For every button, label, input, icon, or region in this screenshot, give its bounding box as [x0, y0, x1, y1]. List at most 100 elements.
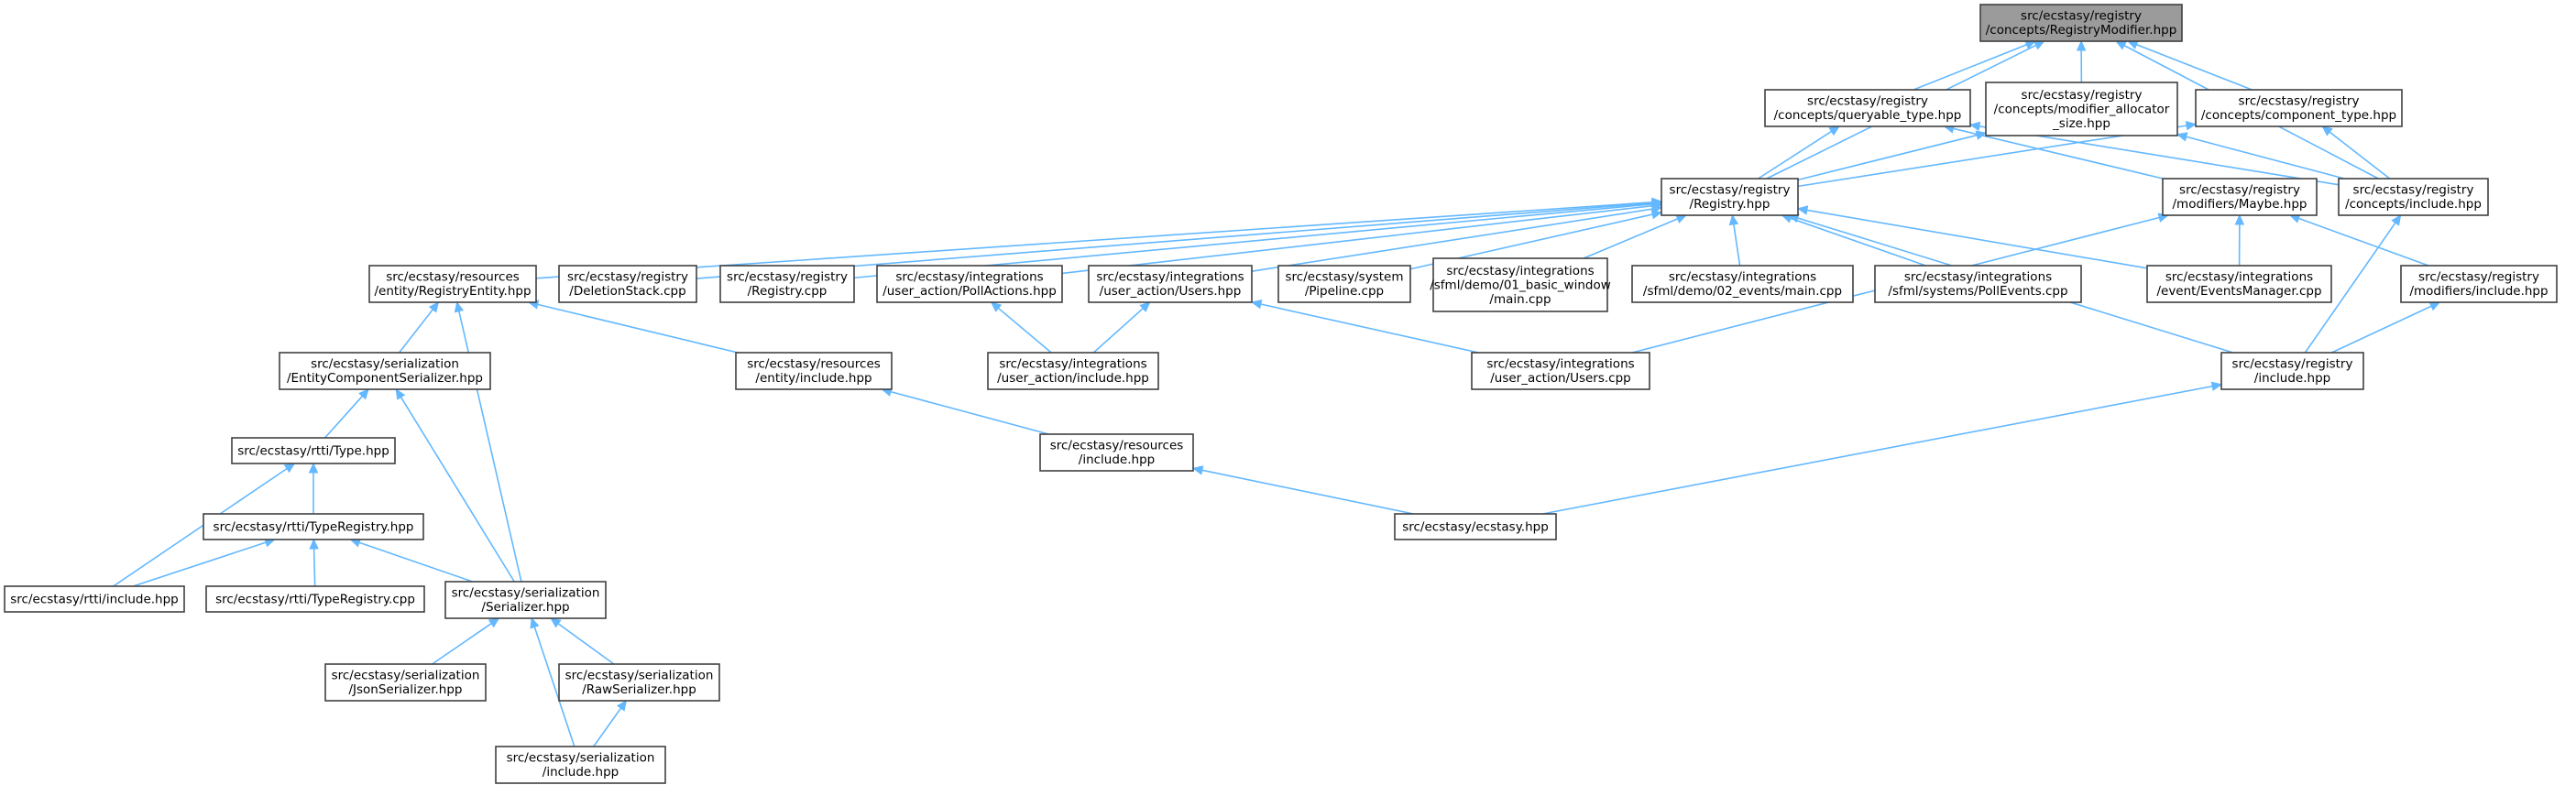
node-box [987, 352, 1159, 390]
node-box [324, 663, 487, 702]
nodes-layer: src/ecstasy/registry/concepts/RegistryMo… [4, 4, 2558, 784]
graph-edge [432, 617, 500, 665]
edge-line [432, 623, 492, 665]
node-label-line: src/ecstasy/registry [2022, 88, 2143, 103]
graph-node[interactable]: src/ecstasy/registry/concepts/modifier_a… [1985, 82, 2178, 136]
graph-node[interactable]: src/ecstasy/serialization/RawSerializer.… [558, 663, 720, 702]
node-label-line: src/ecstasy/registry [1670, 183, 1791, 198]
node-box [1471, 352, 1650, 390]
node-label-line: src/ecstasy/integrations [1486, 357, 1634, 372]
node-label-line: src/ecstasy/serialization [507, 751, 655, 766]
graph-node[interactable]: src/ecstasy/serialization/include.hpp [495, 746, 666, 784]
graph-node[interactable]: src/ecstasy/registry/include.hpp [2220, 352, 2364, 390]
edge-arrowhead [550, 617, 562, 628]
graph-node[interactable]: src/ecstasy/integrations/sfml/demo/01_ba… [1430, 257, 1611, 312]
node-label-line: /concepts/queryable_type.hpp [1774, 108, 1962, 123]
graph-node[interactable]: src/ecstasy/ecstasy.hpp [1394, 513, 1557, 540]
node-label-line: /DeletionStack.cpp [569, 284, 685, 299]
node-box [2162, 178, 2318, 216]
graph-node[interactable]: src/ecstasy/registry/DeletionStack.cpp [558, 265, 697, 303]
node-label-line: src/ecstasy/integrations [1096, 270, 1244, 285]
node-label-line: src/ecstasy/serialization [311, 357, 459, 372]
graph-node[interactable]: src/ecstasy/registry/modifiers/Maybe.hpp [2162, 178, 2318, 216]
graph-node[interactable]: src/ecstasy/serialization/JsonSerializer… [324, 663, 487, 702]
graph-node[interactable]: src/ecstasy/serialization/Serializer.hpp [444, 581, 607, 619]
node-box [735, 352, 893, 390]
edge-line [113, 467, 288, 587]
node-label-line: src/ecstasy/registry [2232, 357, 2353, 372]
graph-node[interactable]: src/ecstasy/serialization/EntityComponen… [279, 352, 491, 390]
node-label-line: src/ecstasy/integrations [2165, 270, 2313, 285]
graph-node[interactable]: src/ecstasy/rtti/TypeRegistry.hpp [203, 513, 424, 540]
node-label-line: /user_action/Users.hpp [1100, 284, 1242, 299]
graph-node[interactable]: src/ecstasy/resources/entity/RegistryEnt… [368, 265, 537, 303]
edge-line [1733, 224, 1741, 267]
node-label-line: /Registry.hpp [1690, 197, 1770, 212]
edge-line [2186, 136, 2345, 180]
node-label-line: src/ecstasy/registry [2353, 183, 2474, 198]
graph-node[interactable]: src/ecstasy/integrations/user_action/inc… [987, 352, 1159, 390]
edge-arrowhead [1728, 213, 1739, 226]
graph-node[interactable]: src/ecstasy/integrations/sfml/systems/Po… [1874, 265, 2082, 303]
edge-line [593, 707, 622, 747]
node-box [2195, 89, 2403, 127]
edge-arrowhead [1796, 205, 1809, 215]
graph-node[interactable]: src/ecstasy/resources/include.hpp [1039, 433, 1194, 472]
graph-edge [2076, 39, 2087, 83]
graph-node[interactable]: src/ecstasy/registry/concepts/component_… [2195, 89, 2403, 127]
graph-edge [527, 300, 739, 354]
edge-line [1260, 303, 1479, 354]
graph-node[interactable]: src/ecstasy/integrations/user_action/Pol… [876, 265, 1063, 303]
edge-line [133, 541, 267, 587]
node-label-line: /concepts/component_type.hpp [2201, 108, 2396, 123]
graph-node[interactable]: src/ecstasy/registry/concepts/include.hp… [2338, 178, 2489, 216]
graph-node[interactable]: src/ecstasy/integrations/user_action/Use… [1088, 265, 1253, 303]
node-label-line: src/ecstasy/registry [2418, 270, 2539, 285]
graph-node[interactable]: src/ecstasy/integrations/event/EventsMan… [2146, 265, 2332, 303]
graph-edge [2331, 301, 2441, 354]
graph-node[interactable]: src/ecstasy/registry/modifiers/include.h… [2400, 265, 2558, 303]
node-label-line: src/ecstasy/registry [1807, 94, 1928, 109]
graph-edge [1728, 213, 1741, 267]
node-box [1432, 257, 1608, 312]
node-box [495, 746, 666, 784]
graph-node[interactable]: src/ecstasy/integrations/sfml/demo/02_ev… [1631, 265, 1854, 303]
edge-line [1542, 385, 2213, 515]
node-label-line: src/ecstasy/registry [2021, 9, 2142, 24]
node-label-line: /user_action/PollActions.hpp [882, 284, 1057, 299]
edge-line [557, 623, 615, 665]
graph-node[interactable]: src/ecstasy/resources/entity/include.hpp [735, 352, 893, 390]
node-box [1764, 89, 1971, 127]
node-box [2338, 178, 2489, 216]
edge-arrowhead [990, 301, 1003, 312]
node-label-line: src/ecstasy/resources [747, 357, 881, 372]
graph-edge [593, 700, 627, 747]
node-label-line: /EntityComponentSerializer.hpp [287, 371, 483, 386]
graph-edge [113, 463, 296, 587]
node-box [231, 437, 396, 464]
graph-edge [550, 617, 615, 665]
graph-edge [2321, 125, 2391, 180]
graph-node[interactable]: src/ecstasy/rtti/Type.hpp [231, 437, 396, 464]
edge-line [1583, 218, 1678, 259]
graph-node[interactable]: src/ecstasy/rtti/TypeRegistry.cpp [205, 585, 425, 613]
edge-arrowhead [2033, 40, 2045, 50]
graph-node[interactable]: src/ecstasy/system/Pipeline.cpp [1277, 265, 1411, 303]
graph-node[interactable]: src/ecstasy/registry/concepts/RegistryMo… [1979, 4, 2183, 42]
node-label-line: src/ecstasy/serialization [565, 669, 714, 683]
edge-arrowhead [308, 462, 319, 474]
graph-node[interactable]: src/ecstasy/rtti/include.hpp [4, 585, 185, 613]
graph-edge [1797, 130, 1988, 181]
graph-node[interactable]: src/ecstasy/integrations/user_action/Use… [1471, 352, 1650, 390]
node-box [558, 265, 697, 303]
node-label-line: src/ecstasy/registry [567, 270, 688, 285]
edge-line [890, 390, 1049, 435]
node-box [1979, 4, 2183, 42]
graph-node[interactable]: src/ecstasy/registry/Registry.hpp [1661, 178, 1799, 216]
graph-node[interactable]: src/ecstasy/registry/Registry.cpp [719, 265, 855, 303]
graph-node[interactable]: src/ecstasy/registry/concepts/queryable_… [1764, 89, 1971, 127]
edge-line [1953, 127, 2164, 180]
node-label-line: /sfml/demo/01_basic_window [1430, 278, 1611, 292]
node-box [2220, 352, 2364, 390]
